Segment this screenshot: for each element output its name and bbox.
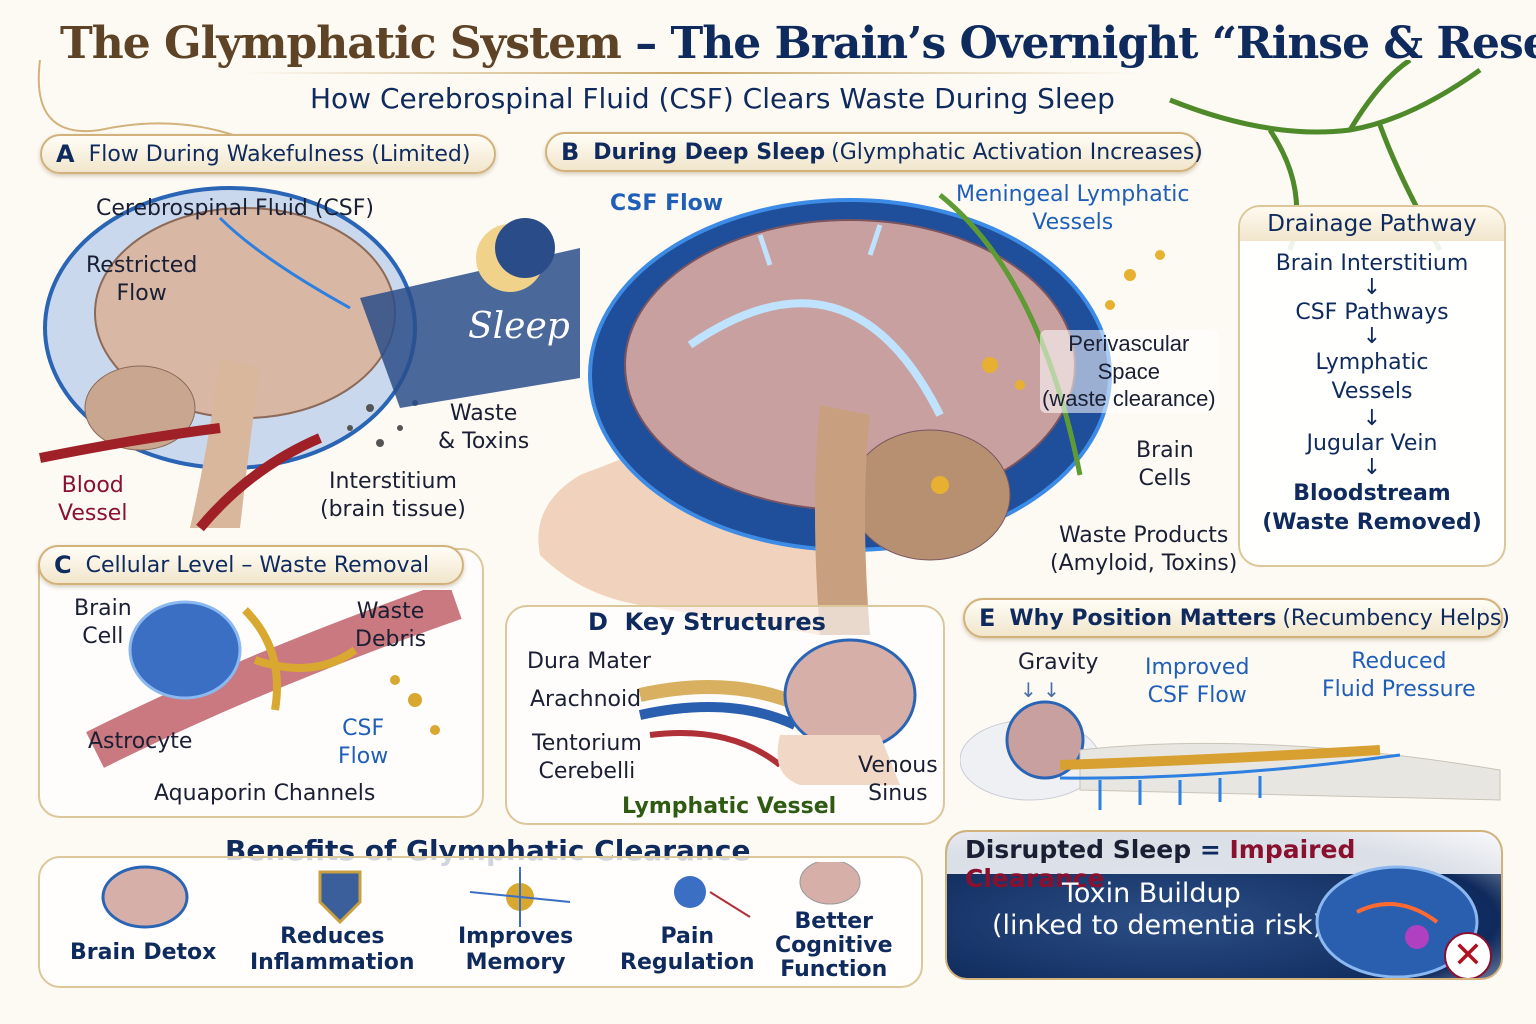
drainage-step: Jugular Vein	[1306, 430, 1438, 456]
label-reduced-pressure: Reduced Fluid Pressure	[1322, 649, 1476, 702]
benefit-improves-memory: Improves Memory	[458, 924, 574, 976]
title-dash: –	[620, 18, 671, 69]
label-waste-debris: Waste Debris	[355, 599, 427, 652]
down-arrow-icon: ↓	[1362, 454, 1382, 480]
toxin-buildup: Toxin Buildup	[1062, 878, 1241, 909]
label-meningeal-lymphatic: Meningeal Lymphatic Vessels	[956, 182, 1190, 235]
disrupted-left: Disrupted Sleep	[965, 835, 1192, 864]
key-structures-illustration	[638, 638, 917, 785]
gold-swirl-decoration	[37, 59, 271, 151]
inflamed-brain-icon	[1315, 865, 1479, 978]
panel-title-bold: During Deep Sleep	[593, 139, 826, 165]
gravity-arrows-icon: ↓ ↓	[1020, 678, 1060, 702]
panel-title-rest: (Glymphatic Activation Increases)	[831, 139, 1203, 165]
label-brain-cell: Brain Cell	[74, 596, 132, 649]
label-waste-toxins: Waste & Toxins	[438, 401, 530, 454]
label-csf-flow-c: CSF Flow	[338, 716, 389, 769]
drainage-step: CSF Pathways	[1295, 300, 1449, 326]
wake-brain-illustration	[39, 186, 580, 532]
label-tentorium: Tentorium Cerebelli	[532, 731, 642, 784]
panel-letter: C	[54, 551, 72, 579]
drainage-title: Drainage Pathway	[1240, 207, 1504, 241]
label-venous-sinus: Venous Sinus	[858, 753, 938, 806]
benefit-cognitive-function: Better Cognitive Function	[775, 909, 893, 983]
panel-letter: B	[561, 138, 580, 166]
dementia-risk: (linked to dementia risk)	[992, 910, 1324, 941]
label-astrocyte: Astrocyte	[88, 729, 193, 754]
recumbent-person-illustration	[960, 700, 1501, 810]
label-dura-mater: Dura Mater	[527, 649, 652, 674]
benefits-box	[38, 856, 923, 988]
disrupted-header: Disrupted Sleep = Impaired Clearance	[947, 832, 1501, 893]
brain-detox-icon	[101, 865, 189, 929]
label-aquaporin: Aquaporin Channels	[154, 781, 376, 806]
panel-c-header: C Cellular Level – Waste Removal	[38, 545, 464, 585]
sleep-brain-illustration	[538, 193, 1165, 635]
panel-letter: A	[56, 140, 75, 168]
disrupted-right: Impaired Clearance	[965, 835, 1356, 893]
label-waste-products: Waste Products (Amyloid, Toxins)	[1050, 523, 1238, 576]
disrupted-eq: =	[1191, 835, 1230, 864]
drainage-pathway-box: Drainage Pathway Brain Interstitium ↓ CS…	[1238, 205, 1506, 567]
drainage-step: Lymphatic Vessels	[1315, 350, 1429, 404]
nerve-icon	[674, 876, 706, 908]
title-part2: The Brain’s Overnight “Rinse & Reset”	[670, 18, 1536, 69]
label-gravity: Gravity	[1018, 650, 1099, 675]
subtitle: How Cerebrospinal Fluid (CSF) Clears Was…	[310, 82, 1115, 115]
cellular-illustration	[86, 590, 462, 768]
panel-title: Key Structures	[624, 608, 826, 636]
panel-letter: D	[588, 608, 608, 636]
drainage-step: Brain Interstitium	[1275, 251, 1469, 276]
label-lymphatic-vessel: Lymphatic Vessel	[622, 794, 837, 819]
sleep-label: Sleep	[468, 306, 570, 347]
page-title: The Glymphatic System – The Brain’s Over…	[60, 18, 1536, 69]
panel-d-header: D Key Structures	[588, 608, 826, 636]
down-arrow-icon: ↓	[1362, 324, 1382, 350]
panel-b-header: B During Deep Sleep(Glymphatic Activation…	[545, 132, 1203, 172]
label-arachnoid: Arachnoid	[530, 687, 642, 712]
panel-a-header: A Flow During Wakefulness (Limited)	[40, 134, 496, 174]
panel-e-header: E Why Position Matters(Recumbency Helps)	[963, 598, 1510, 638]
title-divider	[240, 72, 1140, 74]
benefit-reduces-inflammation: Reduces Inflammation	[250, 924, 415, 976]
shield-icon	[318, 870, 362, 925]
panel-letter: E	[979, 604, 996, 632]
title-part1: The Glymphatic System	[60, 18, 622, 69]
label-blood-vessel: Blood Vessel	[58, 473, 128, 526]
label-csf: Cerebrospinal Fluid (CSF)	[96, 196, 374, 221]
disrupted-sleep-box: Disrupted Sleep = Impaired Clearance Tox…	[945, 830, 1503, 980]
panel-title-bold: Why Position Matters	[1009, 605, 1277, 631]
benefit-icons	[101, 862, 861, 929]
label-csf-flow: CSF Flow	[610, 191, 724, 216]
head-icon	[799, 862, 861, 905]
benefit-brain-detox: Brain Detox	[70, 940, 217, 965]
drainage-final: Bloodstream (Waste Removed)	[1262, 480, 1482, 535]
benefit-pain-regulation: Pain Regulation	[620, 924, 755, 976]
label-interstitium: Interstitium (brain tissue)	[320, 469, 466, 522]
panel-title-rest: (Recumbency Helps)	[1282, 605, 1510, 631]
down-arrow-icon: ↓	[1362, 405, 1382, 431]
x-mark-icon: ✕	[1444, 932, 1492, 978]
label-perivascular-space: Perivascular Space (waste clearance)	[1040, 330, 1218, 413]
down-arrow-icon: ↓	[1362, 275, 1382, 300]
label-brain-cells: Brain Cells	[1136, 438, 1194, 491]
label-restricted-flow: Restricted Flow	[86, 253, 198, 306]
panel-title: Cellular Level – Waste Removal	[85, 552, 430, 578]
label-improved-csf-flow: Improved CSF Flow	[1145, 655, 1250, 708]
panel-title: Flow During Wakefulness (Limited)	[88, 141, 471, 167]
